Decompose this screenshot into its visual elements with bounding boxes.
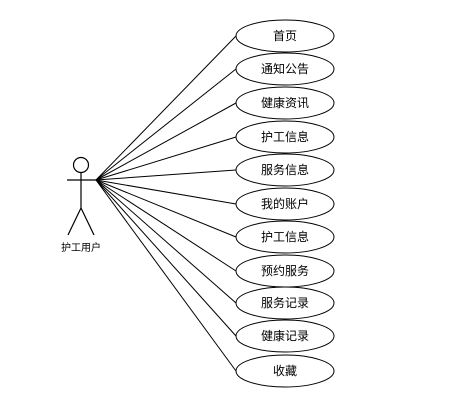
use-case: 首页	[235, 19, 335, 53]
use-case-label: 服务信息	[261, 162, 309, 177]
use-case-label: 收藏	[273, 364, 297, 378]
association-line	[95, 179, 237, 272]
use-case-ellipse	[235, 52, 335, 86]
association-line	[95, 35, 237, 181]
use-case: 健康记录	[235, 319, 335, 353]
actor-left-leg	[67, 207, 82, 236]
use-case: 通知公告	[235, 52, 335, 86]
association-line	[95, 179, 237, 337]
use-case-label: 我的账户	[261, 196, 309, 211]
association-line	[95, 179, 237, 304]
association-line	[95, 179, 237, 205]
use-case-label: 服务记录	[261, 295, 309, 310]
actor-nurse-user: 护工用户	[61, 156, 101, 254]
association-lines	[95, 35, 237, 372]
use-case-label: 健康记录	[261, 328, 309, 343]
use-case-label: 护工信息	[261, 129, 309, 144]
association-line	[95, 179, 237, 372]
use-case-label: 预约服务	[261, 263, 309, 278]
actor-label: 护工用户	[61, 241, 101, 254]
use-case-label: 通知公告	[261, 62, 309, 76]
association-line	[95, 169, 237, 181]
association-line	[95, 136, 237, 181]
use-case-ellipse	[235, 286, 335, 320]
association-line	[95, 68, 237, 181]
actor-right-leg	[80, 207, 95, 236]
use-case-label: 首页	[273, 29, 297, 43]
use-case-ellipse	[235, 19, 335, 53]
actor-head	[72, 156, 90, 174]
use-case-ellipse	[235, 187, 335, 221]
use-case-ellipse	[235, 354, 335, 388]
use-case-label: 健康资讯	[261, 95, 309, 110]
use-case: 服务记录	[235, 286, 335, 320]
use-case-ellipse	[235, 86, 335, 120]
use-case: 预约服务	[235, 254, 335, 288]
use-case: 护工信息	[235, 220, 335, 254]
use-case-ellipse	[235, 153, 335, 187]
use-case-ellipse	[235, 319, 335, 353]
use-case-label: 护工信息	[261, 229, 309, 244]
use-case-ellipse	[235, 220, 335, 254]
use-case: 服务信息	[235, 153, 335, 187]
use-case: 健康资讯	[235, 86, 335, 120]
use-case-ellipse	[235, 120, 335, 154]
use-case: 我的账户	[235, 187, 335, 221]
use-case: 收藏	[235, 354, 335, 388]
use-case: 护工信息	[235, 120, 335, 154]
association-line	[95, 179, 237, 238]
association-line	[95, 102, 237, 181]
